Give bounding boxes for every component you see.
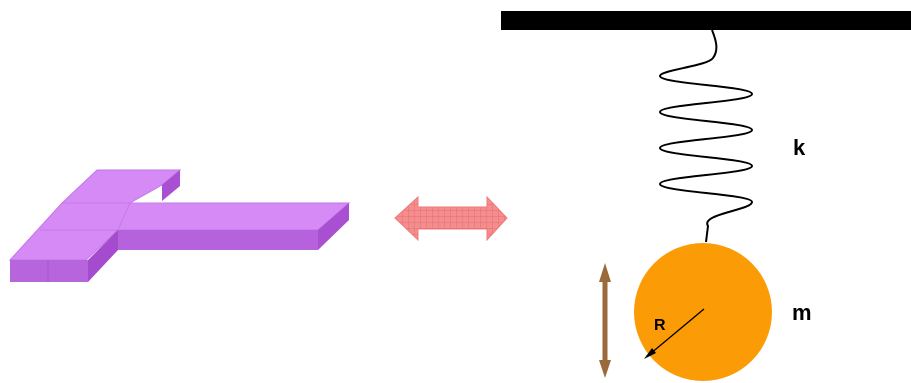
- t-shaped-plate: [8, 169, 351, 282]
- mass-label: m: [792, 300, 812, 325]
- equivalence-arrow: [394, 195, 508, 242]
- spring-constant-label: k: [793, 135, 806, 160]
- ceiling-support: [501, 11, 911, 30]
- double-arrow-horizontal-icon: [394, 195, 508, 242]
- motion-arrow-top-head: [599, 263, 611, 282]
- t-plate-upper-side: [162, 170, 180, 201]
- motion-arrow-bottom-head: [599, 360, 611, 378]
- radius-label: R: [654, 317, 666, 334]
- radius-arrowhead: [644, 348, 656, 359]
- t-plate-stem-side: [88, 230, 118, 282]
- t-plate-front-stem: [10, 260, 88, 282]
- spring: [658, 29, 754, 243]
- t-plate-front-long: [118, 230, 318, 250]
- t-plate-right-side: [318, 203, 349, 250]
- radius-indicator: [644, 308, 705, 359]
- motion-arrow: [599, 263, 611, 378]
- t-plate-seams: [40, 202, 162, 231]
- mass-ball: [634, 243, 772, 381]
